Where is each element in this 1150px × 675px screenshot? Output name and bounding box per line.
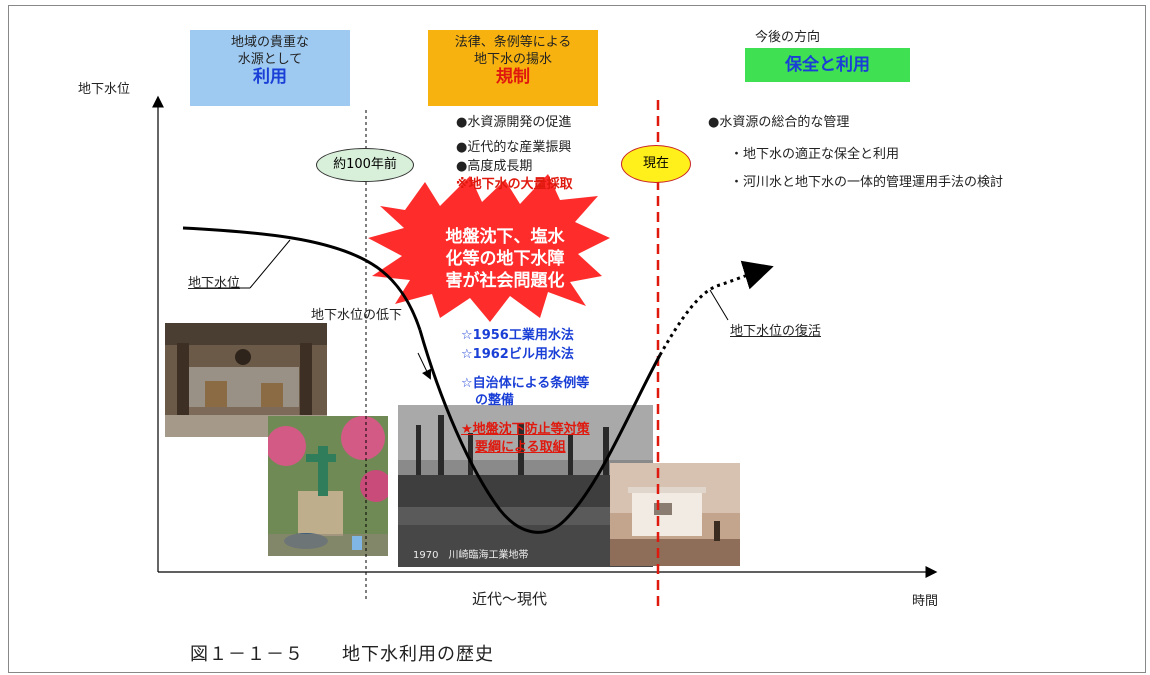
level-curve-decline xyxy=(418,329,662,534)
note-water-development: ●水資源開発の促進 xyxy=(456,115,572,130)
note-industry: ●近代的な産業振興 xyxy=(456,140,572,155)
marker-100-years-ago: 約100年前 xyxy=(316,148,414,182)
recovery-leader xyxy=(709,289,729,321)
recovery-label: 地下水位の復活 xyxy=(730,324,822,339)
x-axis-label: 時間 xyxy=(912,594,939,609)
problem-burst xyxy=(368,174,610,322)
future-main-note: ●水資源の総合的な管理 xyxy=(708,115,850,130)
stage-regulation-box: 法律、条例等による 地下水の揚水 規制 xyxy=(428,30,598,106)
law-industrial-water: ☆1956工業用水法 xyxy=(461,328,574,343)
figure-caption: 図１－１－５ 地下水利用の歴史 xyxy=(190,644,494,665)
burst-line1: 地盤沈下、塩水 xyxy=(445,227,565,247)
future-sub-note-1: ・地下水の適正な保全と利用 xyxy=(730,147,900,162)
stage-future-box: 保全と利用 xyxy=(745,48,910,82)
stage-regulation-line2: 地下水の揚水 xyxy=(473,52,552,67)
law-subsidence-measures-cont: 要綱による取組 xyxy=(475,440,566,455)
stage-use-emphasis: 利用 xyxy=(253,67,287,87)
stage-use-box: 地域の貴重な 水源として 利用 xyxy=(190,30,350,106)
decline-arrow xyxy=(417,352,432,380)
stage-regulation-line1: 法律、条例等による xyxy=(454,35,572,50)
figure-frame xyxy=(8,5,1146,673)
future-sub-note-2: ・河川水と地下水の一体的管理運用手法の検討 xyxy=(730,175,1004,190)
y-axis-label: 地下水位 xyxy=(78,82,131,97)
law-subsidence-measures: ★地盤沈下防止等対策 xyxy=(461,422,590,437)
stage-use-line2: 水源として xyxy=(237,52,303,67)
law-local-ordinance-cont: の整備 xyxy=(475,393,515,408)
level-leader xyxy=(249,239,291,289)
burst-line3: 害が社会問題化 xyxy=(445,271,565,291)
note-high-growth: ●高度成長期 xyxy=(456,159,533,174)
era-label: 近代〜現代 xyxy=(472,590,548,608)
law-local-ordinance: ☆自治体による条例等 xyxy=(461,376,590,391)
pump-photo xyxy=(268,416,388,556)
decline-label: 地下水位の低下 xyxy=(311,308,403,323)
level-curve-early xyxy=(182,226,422,331)
stage-regulation-emphasis: 規制 xyxy=(496,67,530,87)
future-title: 今後の方向 xyxy=(755,30,821,45)
problem-burst-text: 地盤沈下、塩水 化等の地下水障 害が社会問題化 xyxy=(414,226,596,292)
marker-present: 現在 xyxy=(621,145,691,183)
note-mass-extraction: ※地下水の大量採取 xyxy=(456,177,573,192)
observation-hut-photo xyxy=(610,463,740,566)
law-building-water: ☆1962ビル用水法 xyxy=(461,347,574,362)
photo-caption: 1970 川崎臨海工業地帯 xyxy=(413,550,529,561)
burst-line2: 化等の地下水障 xyxy=(445,249,565,269)
level-curve-recovery xyxy=(658,260,774,356)
stage-use-line1: 地域の貴重な xyxy=(230,35,309,50)
level-label: 地下水位 xyxy=(188,276,241,291)
